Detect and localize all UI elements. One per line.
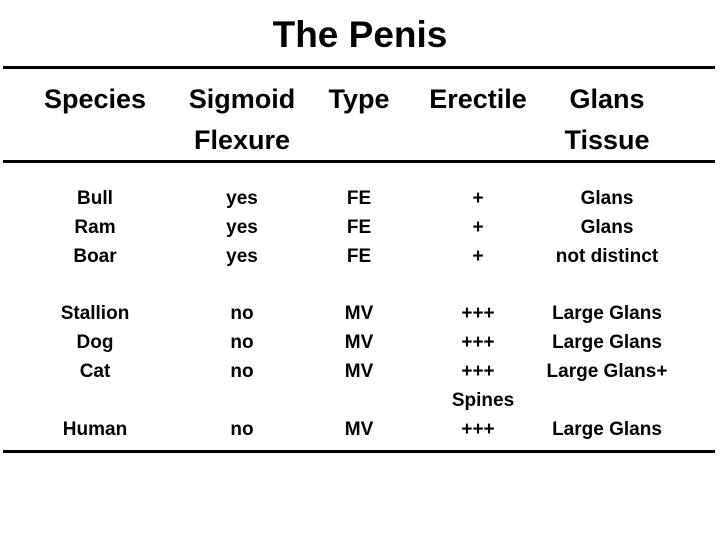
cell-type: MV	[344, 419, 374, 440]
cell-sigmoid: yes	[226, 217, 258, 238]
cell-sigmoid: no	[230, 332, 254, 353]
column-header-glans-line1: Glans	[569, 84, 645, 114]
cell-species: Cat	[79, 361, 111, 382]
column-header-sigmoid-flexure: Sigmoid Flexure	[182, 79, 302, 161]
column-header-glans-tissue: Glans Tissue	[522, 79, 692, 161]
rule-below-table	[3, 450, 715, 453]
cell-species: Boar	[73, 246, 117, 267]
cell-glans: Large Glans	[552, 419, 662, 440]
cell-type: FE	[346, 246, 372, 267]
cell-glans-continuation: Spines	[451, 390, 515, 411]
column-header-erectile-line1: Erectile	[429, 84, 527, 114]
cell-species: Ram	[74, 217, 116, 238]
column-header-sigmoid-line2: Flexure	[193, 125, 291, 155]
cell-sigmoid: yes	[226, 246, 258, 267]
cell-sigmoid: no	[230, 361, 254, 382]
cell-sigmoid: no	[230, 303, 254, 324]
cell-sigmoid: yes	[226, 188, 258, 209]
cell-erectile: +++	[461, 419, 495, 440]
cell-glans: Large Glans+	[546, 361, 668, 382]
column-header-species-line1: Species	[43, 84, 147, 114]
cell-species: Bull	[77, 188, 113, 209]
column-header-sigmoid-line1: Sigmoid	[188, 84, 296, 114]
cell-type: MV	[344, 332, 374, 353]
cell-glans: Large Glans	[552, 303, 662, 324]
page-title: The Penis	[272, 14, 448, 55]
cell-species: Stallion	[60, 303, 130, 324]
column-header-type: Type	[304, 79, 414, 120]
cell-erectile: +	[472, 246, 484, 267]
column-header-glans-line2: Tissue	[564, 125, 650, 155]
cell-species: Human	[62, 419, 128, 440]
column-header-type-line1: Type	[328, 84, 390, 114]
cell-glans: Large Glans	[552, 332, 662, 353]
cell-sigmoid: no	[230, 419, 254, 440]
cell-erectile: +++	[461, 332, 495, 353]
cell-type: MV	[344, 303, 374, 324]
rule-above-header	[3, 66, 715, 69]
cell-type: FE	[346, 217, 372, 238]
cell-glans: Glans	[580, 217, 634, 238]
rule-below-header	[3, 160, 715, 163]
cell-species: Dog	[76, 332, 114, 353]
cell-erectile: +++	[461, 361, 495, 382]
cell-erectile: +	[472, 217, 484, 238]
cell-erectile: +	[472, 188, 484, 209]
cell-glans: not distinct	[555, 246, 659, 267]
column-header-species: Species	[10, 79, 180, 120]
cell-glans: Glans	[580, 188, 634, 209]
cell-type: FE	[346, 188, 372, 209]
cell-erectile: +++	[461, 303, 495, 324]
column-header-erectile: Erectile	[416, 79, 540, 120]
cell-type: MV	[344, 361, 374, 382]
